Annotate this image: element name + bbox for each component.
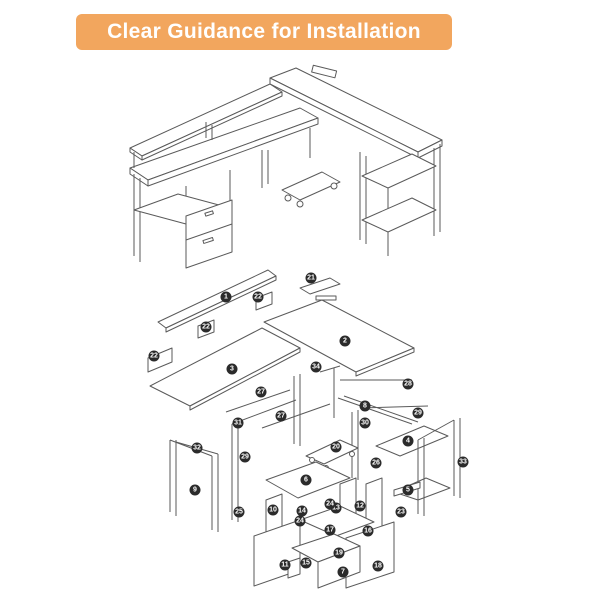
- svg-text:7: 7: [341, 569, 345, 576]
- svg-text:2: 2: [343, 338, 347, 345]
- callout-14: 14: [296, 505, 308, 517]
- svg-text:24: 24: [296, 518, 304, 525]
- svg-text:34: 34: [312, 364, 320, 371]
- svg-text:27: 27: [257, 389, 265, 396]
- svg-text:12: 12: [356, 503, 364, 510]
- callout-23: 23: [395, 506, 407, 518]
- callout-5: 5: [402, 484, 414, 496]
- power-strip: [311, 64, 338, 79]
- svg-text:16: 16: [364, 528, 372, 535]
- svg-text:5: 5: [406, 487, 410, 494]
- callout-25: 25: [233, 506, 245, 518]
- svg-text:9: 9: [193, 487, 197, 494]
- right-shelf-upper: [361, 153, 437, 189]
- callout-17: 17: [324, 524, 336, 536]
- callout-3: 3: [226, 363, 238, 375]
- svg-text:31: 31: [234, 420, 242, 427]
- callout-18: 18: [372, 560, 384, 572]
- svg-text:11: 11: [281, 562, 289, 569]
- callout-34: 34: [310, 361, 322, 373]
- callout-22a: 22: [252, 291, 264, 303]
- callout-15: 15: [300, 557, 312, 569]
- svg-text:15: 15: [302, 560, 310, 567]
- callout-21: 21: [305, 272, 317, 284]
- callout-2: 2: [339, 335, 351, 347]
- svg-text:17: 17: [326, 527, 334, 534]
- svg-text:25: 25: [235, 509, 243, 516]
- svg-text:8: 8: [363, 403, 367, 410]
- callout-9: 9: [189, 484, 201, 496]
- callout-27a: 27: [255, 386, 267, 398]
- callout-6: 6: [300, 474, 312, 486]
- assembled-desk: [129, 64, 443, 269]
- callout-29b: 29: [412, 407, 424, 419]
- svg-text:13: 13: [332, 505, 340, 512]
- svg-text:22: 22: [150, 353, 158, 360]
- callout-26: 26: [370, 457, 382, 469]
- callout-29a: 29: [239, 451, 251, 463]
- svg-text:18: 18: [374, 563, 382, 570]
- svg-text:1: 1: [224, 294, 228, 301]
- svg-text:33: 33: [459, 459, 467, 466]
- callout-20: 20: [330, 441, 342, 453]
- callout-7: 7: [337, 566, 349, 578]
- callout-31: 31: [232, 417, 244, 429]
- svg-text:29: 29: [414, 410, 422, 417]
- svg-text:24: 24: [326, 501, 334, 508]
- svg-text:14: 14: [298, 508, 306, 515]
- callout-28: 28: [402, 378, 414, 390]
- svg-text:6: 6: [304, 477, 308, 484]
- svg-text:21: 21: [307, 275, 315, 282]
- callout-19: 19: [333, 547, 345, 559]
- cpu-stand: [281, 171, 341, 201]
- svg-text:30: 30: [361, 420, 369, 427]
- part-power-strip: [299, 277, 341, 295]
- banner-title: Clear Guidance for Installation: [107, 20, 421, 43]
- callout-1: 1: [220, 291, 232, 303]
- part-cpu-stand: [305, 439, 359, 465]
- callout-33: 33: [457, 456, 469, 468]
- callout-8: 8: [359, 400, 371, 412]
- svg-text:3: 3: [230, 366, 234, 373]
- callout-27b: 27: [275, 410, 287, 422]
- svg-text:29: 29: [241, 454, 249, 461]
- callout-16: 16: [362, 525, 374, 537]
- callout-24b: 24: [294, 515, 306, 527]
- callout-32: 32: [191, 442, 203, 454]
- callout-22c: 22: [148, 350, 160, 362]
- svg-text:26: 26: [372, 460, 380, 467]
- svg-text:4: 4: [406, 438, 410, 445]
- right-shelf-lower: [361, 197, 437, 233]
- callout-11: 11: [279, 559, 291, 571]
- svg-text:20: 20: [332, 444, 340, 451]
- svg-text:19: 19: [335, 550, 343, 557]
- file-drawer: [185, 199, 233, 269]
- callout-4: 4: [402, 435, 414, 447]
- callout-22b: 22: [200, 321, 212, 333]
- callout-12: 12: [354, 500, 366, 512]
- svg-text:22: 22: [202, 324, 210, 331]
- svg-text:27: 27: [277, 413, 285, 420]
- callout-24a: 24: [324, 498, 336, 510]
- exploded-view: [147, 269, 461, 589]
- installation-banner: Clear Guidance for Installation: [76, 14, 452, 50]
- callout-30: 30: [359, 417, 371, 429]
- callout-10: 10: [267, 504, 279, 516]
- svg-text:28: 28: [404, 381, 412, 388]
- svg-text:10: 10: [269, 507, 277, 514]
- svg-text:22: 22: [254, 294, 262, 301]
- svg-text:23: 23: [397, 509, 405, 516]
- svg-text:32: 32: [193, 445, 201, 452]
